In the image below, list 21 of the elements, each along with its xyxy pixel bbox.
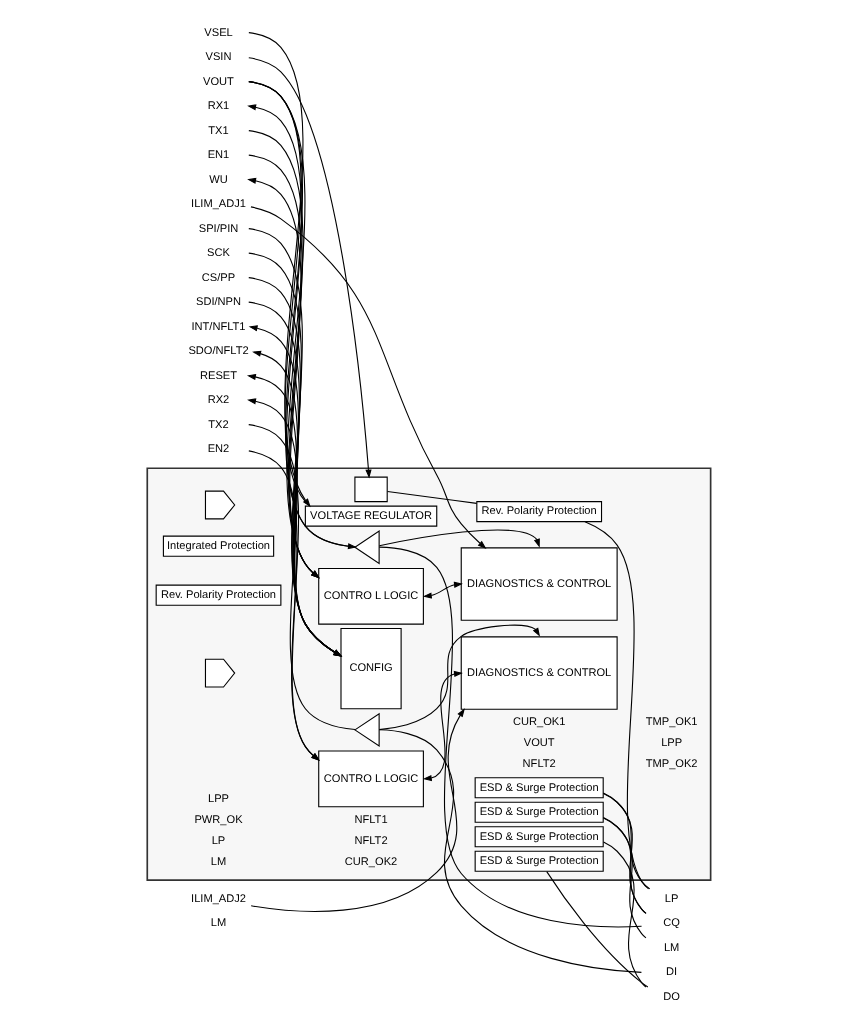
connector [377,545,642,927]
connector [601,816,646,938]
arrow [247,56,371,478]
connector [601,791,646,913]
arrow [377,528,539,547]
arrow [377,623,540,730]
node-box [353,475,387,502]
arrow [249,707,464,911]
connector [601,840,646,987]
arrow [421,669,462,781]
connector [583,520,649,889]
connector [601,816,646,913]
arrow [421,580,462,598]
node-gate [203,489,235,519]
node-triangle [352,529,379,564]
connector [545,870,648,987]
node-gate [203,657,235,687]
node-triangle [352,711,379,747]
connector [385,489,477,503]
connector [377,728,641,972]
connector [601,792,650,889]
